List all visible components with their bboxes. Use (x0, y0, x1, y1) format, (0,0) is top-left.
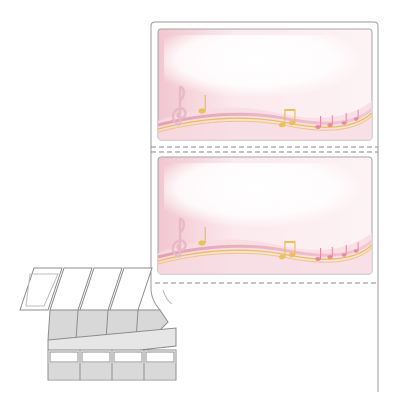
music-note-icon (198, 95, 296, 128)
label-card (157, 28, 374, 141)
treble-clef-icon (171, 85, 187, 127)
liner-strip (150, 21, 379, 392)
fanfold-stack-icon (19, 267, 177, 381)
treble-clef-icon (171, 217, 187, 259)
label-card-partial (162, 289, 173, 305)
music-note-icon (198, 227, 296, 260)
music-note-icon (315, 242, 359, 261)
music-note-icon (315, 110, 359, 129)
label-card (157, 156, 374, 275)
